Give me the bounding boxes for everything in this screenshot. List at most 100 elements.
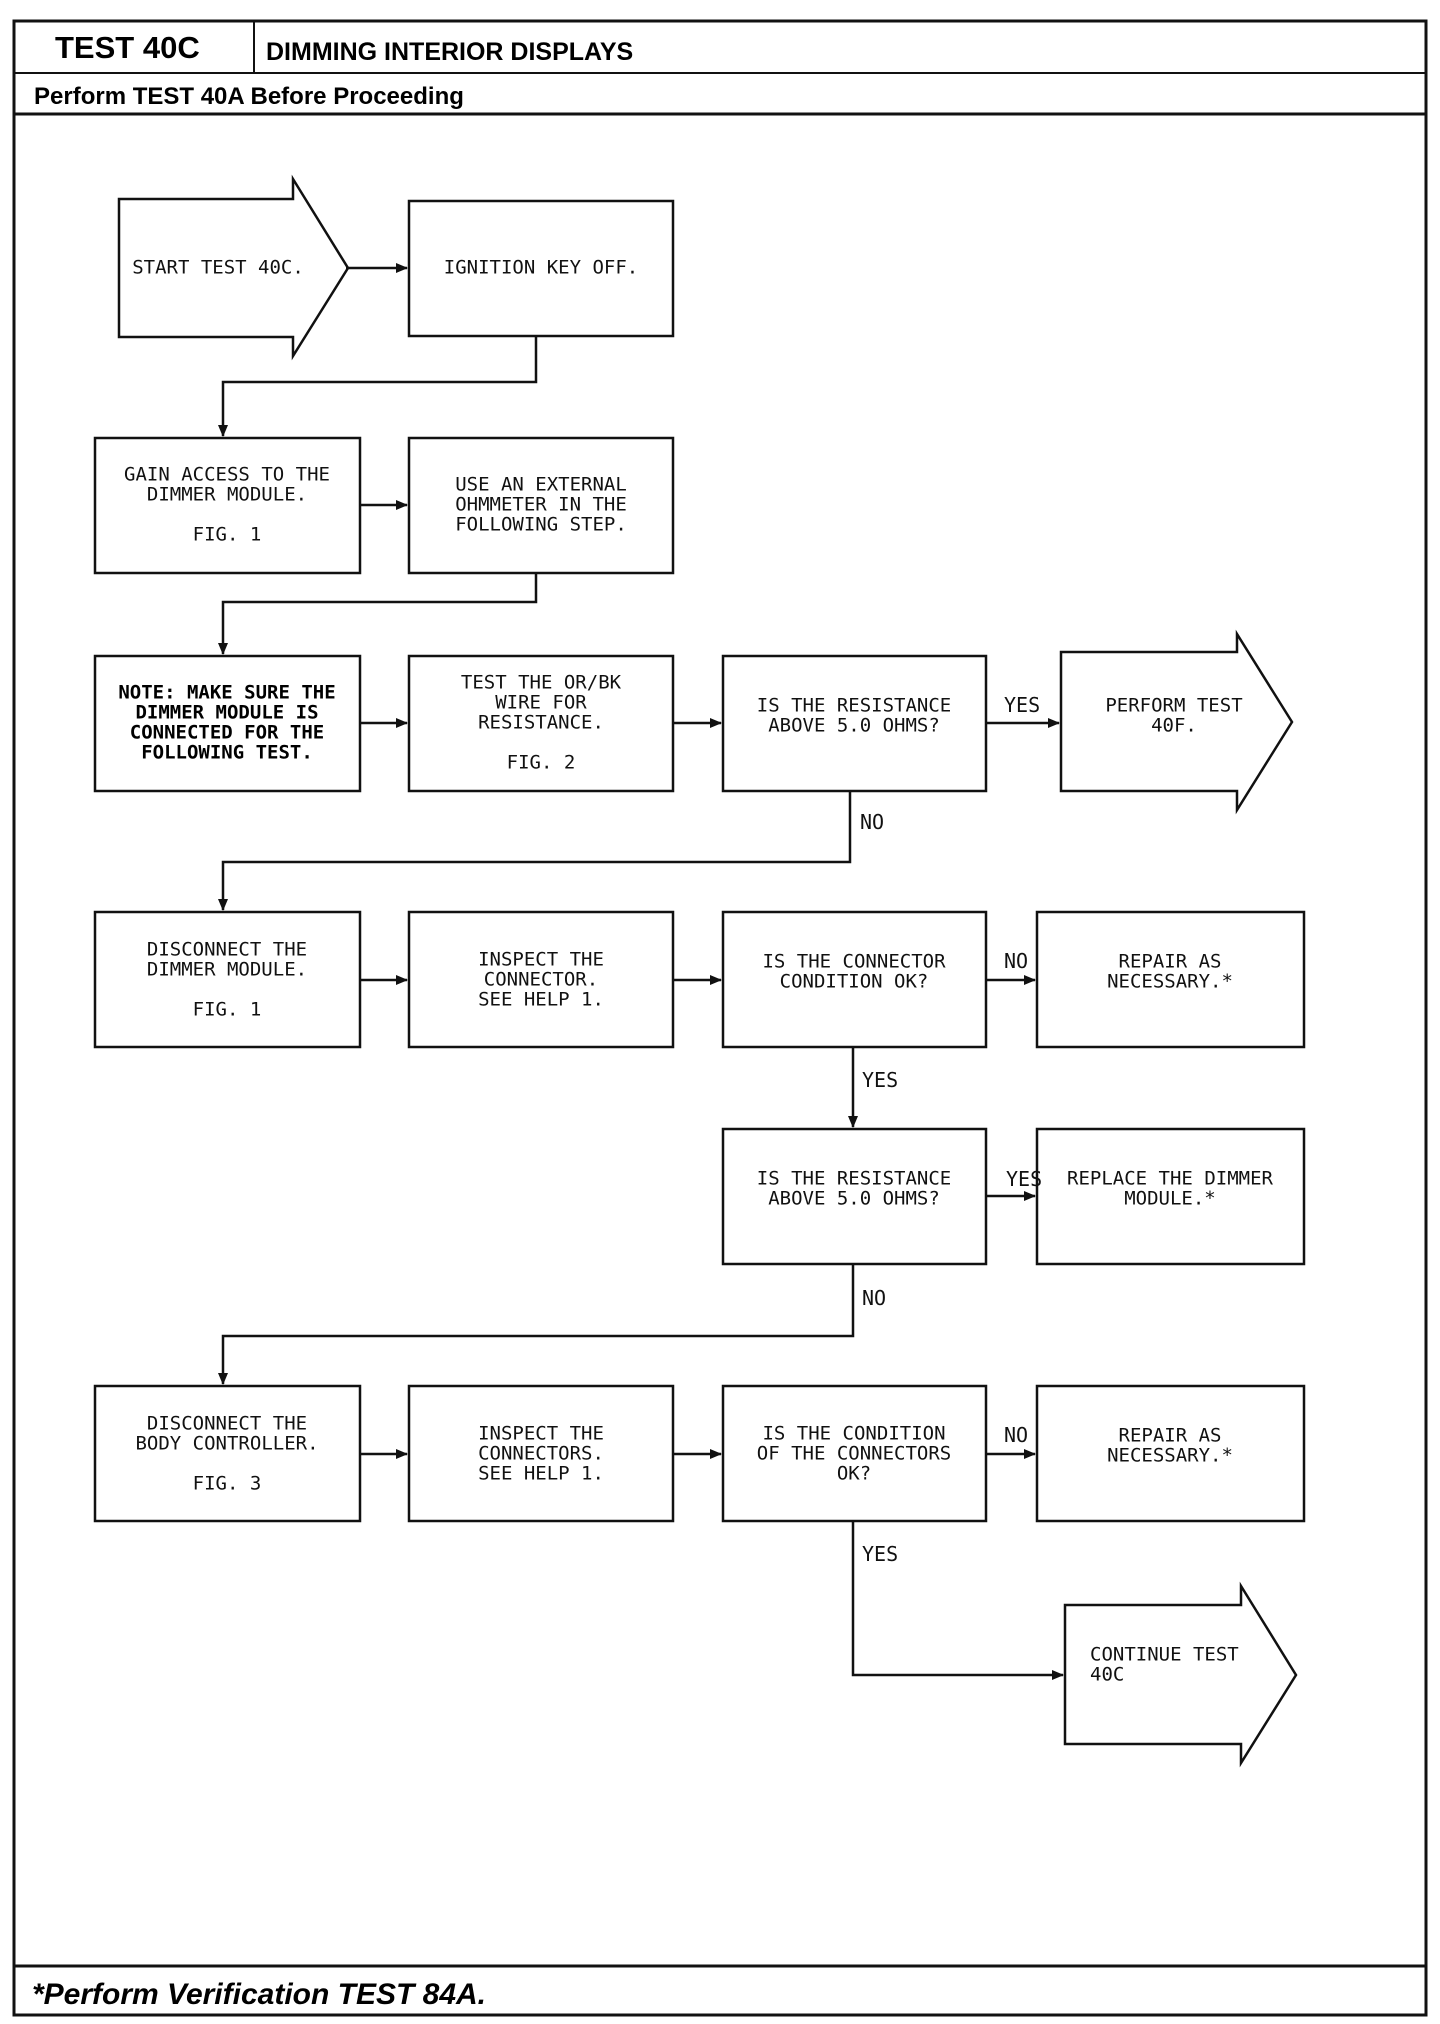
inspect-connectors-label-line: CONNECTORS. [478, 1443, 604, 1465]
inspect-connector-label-line: INSPECT THE [478, 949, 604, 971]
use-ohmmeter-label-line: FOLLOWING STEP. [455, 514, 627, 536]
question-resistance-1-label-line: ABOVE 5.0 OHMS? [768, 715, 940, 737]
gain-access-box [93, 436, 362, 575]
question-connector-ok-label-line: IS THE CONNECTOR [762, 951, 946, 973]
label-yes-resistance-2: YES [1006, 1167, 1042, 1191]
disconnect-dimmer-label-line: FIG. 1 [193, 999, 262, 1021]
note-dimmer-label-line: CONNECTED FOR THE [130, 722, 324, 744]
perform-40f-arrow-shape [1059, 629, 1294, 815]
label-yes-resistance-1: YES [1004, 693, 1040, 717]
repair-1-box [1035, 910, 1306, 1049]
repair-1-label-line: REPAIR AS [1119, 951, 1222, 973]
note-dimmer-label-line: NOTE: MAKE SURE THE [118, 682, 335, 704]
label-yes-connectors: YES [862, 1542, 898, 1566]
question-connectors-ok-label-line: OF THE CONNECTORS [757, 1443, 951, 1465]
start-label-line: START TEST 40C. [132, 257, 304, 279]
test-wire-label-line: WIRE FOR [495, 692, 587, 714]
continue-40c-arrow-shape [1063, 1581, 1298, 1768]
test-id: TEST 40C [55, 30, 200, 65]
disconnect-dimmer-label-line: DISCONNECT THE [147, 939, 307, 961]
repair-2-label-line: NECESSARY.* [1107, 1445, 1233, 1467]
ignition-key-off-label: IGNITION KEY OFF. [444, 257, 638, 279]
label-no-resistance-2: NO [862, 1286, 886, 1310]
page-title: DIMMING INTERIOR DISPLAYS [266, 38, 633, 66]
ignition-key-off-box [407, 199, 675, 338]
disconnect-body-label-line: DISCONNECT THE [147, 1413, 307, 1435]
repair-2-label-line: REPAIR AS [1119, 1425, 1222, 1447]
test-wire-label-line: TEST THE OR/BK [461, 672, 622, 694]
question-connectors-ok-label-line: IS THE CONDITION [762, 1423, 945, 1445]
question-connector-ok-box [721, 910, 988, 1049]
disconnect-body-label-line: FIG. 3 [193, 1473, 262, 1495]
use-ohmmeter-label-line: OHMMETER IN THE [455, 494, 627, 516]
label-no-connectors: NO [1004, 1423, 1028, 1447]
page-subtitle: Perform TEST 40A Before Proceeding [34, 83, 464, 110]
note-dimmer-label-line: FOLLOWING TEST. [141, 742, 313, 764]
inspect-connectors-label-line: INSPECT THE [478, 1423, 604, 1445]
edge-ignition-to-gain-access [218, 336, 538, 437]
label-no-resistance-1: NO [860, 810, 884, 834]
gain-access-label-line: GAIN ACCESS TO THE [124, 464, 330, 486]
disconnect-body-label-line: BODY CONTROLLER. [135, 1433, 318, 1455]
question-connector-ok-label-line: CONDITION OK? [780, 971, 929, 993]
inspect-connector-label-line: CONNECTOR. [484, 969, 598, 991]
use-ohmmeter-box [407, 436, 675, 575]
test-wire-label-line: FIG. 2 [507, 752, 576, 774]
question-resistance-2-label-line: IS THE RESISTANCE [757, 1168, 951, 1190]
gain-access-label-line: DIMMER MODULE. [147, 484, 307, 506]
question-connectors-ok-box [721, 1384, 988, 1523]
note-dimmer-label-line: DIMMER MODULE IS [135, 702, 318, 724]
continue-40c-label-line: CONTINUE TEST [1090, 1644, 1239, 1666]
edge-question-connectors-yes [851, 1521, 1064, 1680]
perform-40f-label-line: 40F. [1151, 715, 1197, 737]
edge-question-1-no [218, 791, 852, 911]
question-connectors-ok-label-line: OK? [837, 1463, 871, 1485]
inspect-connectors-label-line: SEE HELP 1. [478, 1463, 604, 1485]
replace-dimmer-label-line: REPLACE THE DIMMER [1067, 1168, 1273, 1190]
question-resistance-2-box [721, 1127, 988, 1266]
start-arrow-shape [117, 174, 350, 361]
replace-dimmer-box [1035, 1127, 1306, 1266]
repair-1-label-line: NECESSARY.* [1107, 971, 1233, 993]
use-ohmmeter-label-line: USE AN EXTERNAL [455, 474, 627, 496]
repair-2-box [1035, 1384, 1306, 1523]
disconnect-body-box [93, 1384, 362, 1523]
inspect-connector-label-line: SEE HELP 1. [478, 989, 604, 1011]
ignition-key-off-label-line: IGNITION KEY OFF. [444, 257, 638, 279]
start-label: START TEST 40C. [132, 257, 304, 279]
continue-40c-label-line: 40C [1090, 1664, 1124, 1686]
outer-frame [12, 19, 1428, 2017]
edge-question-2-no [218, 1264, 855, 1385]
edge-ohmmeter-to-note [218, 573, 538, 655]
inspect-connectors-box [407, 1384, 675, 1523]
test-wire-label-line: RESISTANCE. [478, 712, 604, 734]
inspect-connector-box [407, 910, 675, 1049]
replace-dimmer-label-line: MODULE.* [1124, 1188, 1216, 1210]
question-resistance-1-box [721, 654, 988, 793]
question-resistance-2-label-line: ABOVE 5.0 OHMS? [768, 1188, 940, 1210]
disconnect-dimmer-label-line: DIMMER MODULE. [147, 959, 307, 981]
question-resistance-1-label-line: IS THE RESISTANCE [757, 695, 951, 717]
gain-access-label-line: FIG. 1 [193, 524, 262, 546]
label-yes-connector: YES [862, 1068, 898, 1092]
perform-40f-label-line: PERFORM TEST [1105, 695, 1242, 717]
